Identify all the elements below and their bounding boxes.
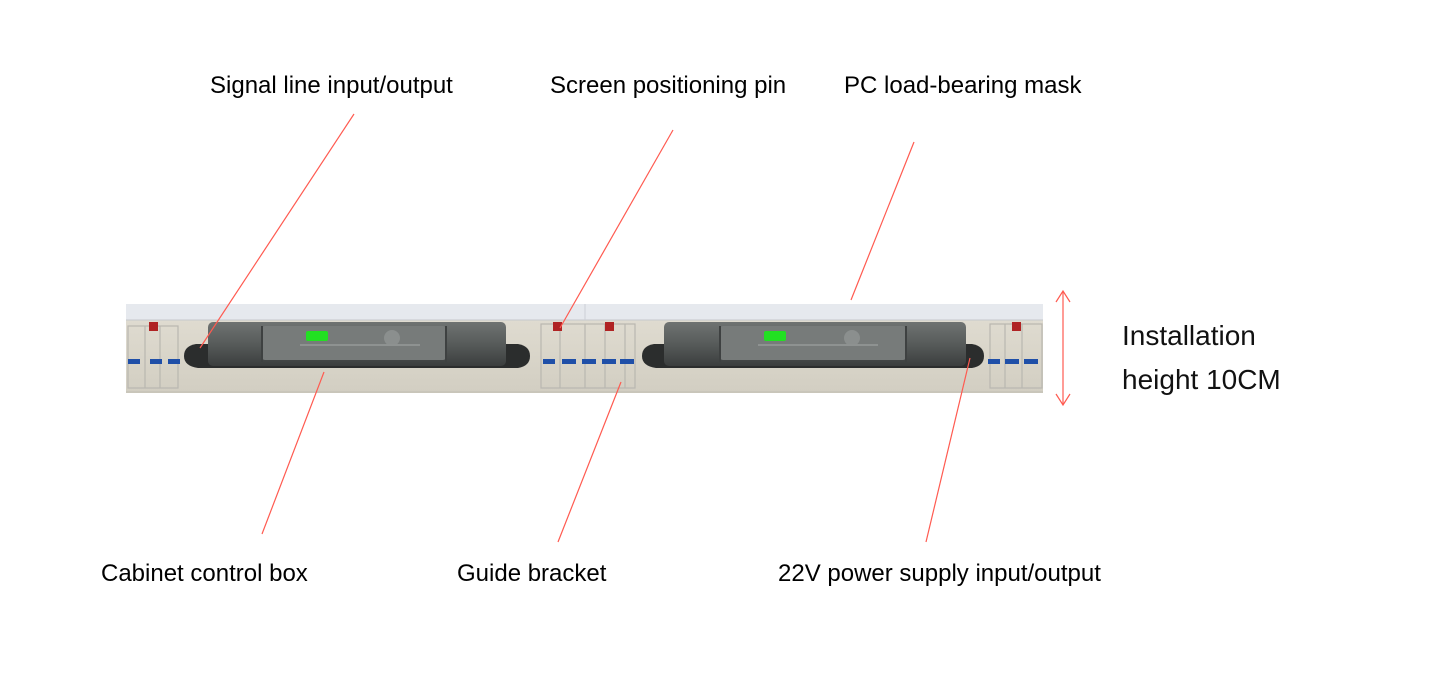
- signal-line-label: Signal line input/output: [210, 72, 453, 99]
- leader-pc-mask: [850, 141, 915, 301]
- installation-height-line2: height 10CM: [1122, 364, 1281, 395]
- power-supply-label: 22V power supply input/output: [778, 560, 1101, 587]
- indicator-led: [764, 331, 786, 341]
- control-box-label: Cabinet control box: [101, 560, 308, 587]
- leader-guide-bracket: [557, 381, 622, 543]
- positioning-pin-label: Screen positioning pin: [550, 72, 787, 99]
- leader-power-supply: [925, 357, 971, 543]
- leader-positioning-pin: [559, 129, 674, 329]
- leader-control-box: [261, 371, 325, 535]
- control-box-left: [184, 322, 530, 368]
- leader-lines: [199, 113, 971, 543]
- pin-middle-b: [605, 322, 614, 331]
- installation-height-label: Installation height 10CM: [1122, 314, 1281, 402]
- guide-bracket-middle: [540, 323, 636, 389]
- pin-right: [1012, 322, 1021, 331]
- positioning-pins: [149, 322, 1021, 331]
- pc-mask-label: PC load-bearing mask: [844, 72, 1082, 99]
- installation-height-line1: Installation: [1122, 320, 1256, 351]
- connectors: [128, 359, 1038, 364]
- control-box-right: [642, 322, 984, 368]
- leader-signal-line: [199, 113, 355, 349]
- height-dimension-arrow: [1055, 289, 1071, 407]
- pin-left: [149, 322, 158, 331]
- guide-bracket-label: Guide bracket: [457, 560, 607, 587]
- indicator-led: [306, 331, 328, 341]
- pin-middle-a: [553, 322, 562, 331]
